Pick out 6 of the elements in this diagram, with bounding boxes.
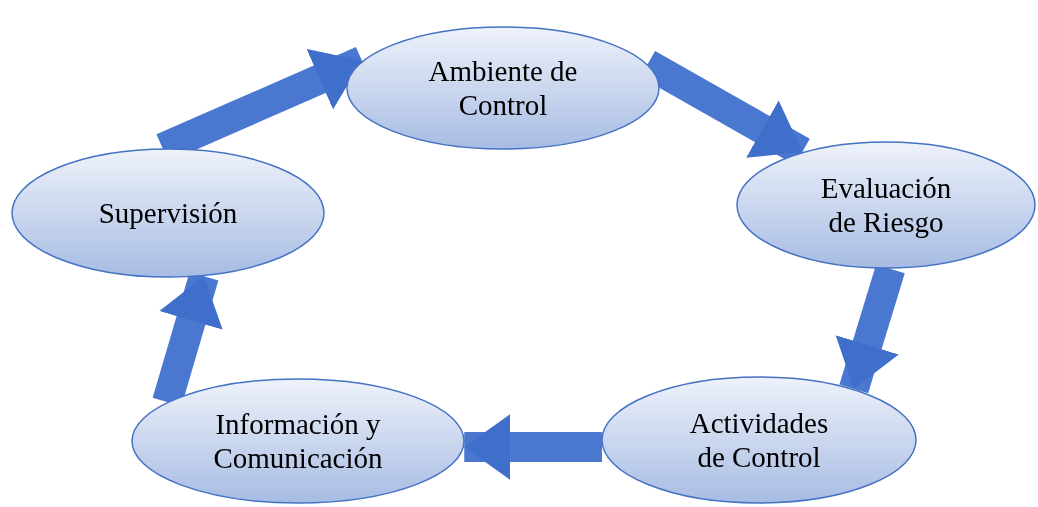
block-arrow — [464, 414, 602, 480]
node-label: Ambiente de Control — [427, 54, 579, 122]
node-label: Evaluación de Riesgo — [819, 171, 953, 239]
node-label: Información y Comunicación — [212, 407, 384, 475]
node-label: Actividades de Control — [688, 406, 830, 474]
node-label: Supervisión — [98, 196, 238, 230]
